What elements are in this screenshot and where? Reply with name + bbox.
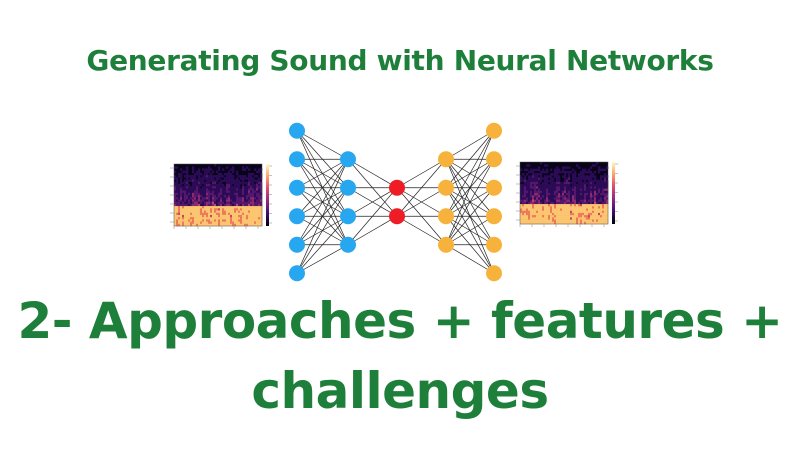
network-node-encoder-hidden [340, 208, 356, 225]
network-node-input [289, 151, 305, 168]
network-edge [445, 159, 495, 245]
network-node-input [289, 236, 305, 253]
network-edge [347, 215, 398, 246]
network-node-output [486, 208, 502, 225]
network-nodes [289, 122, 502, 282]
network-node-encoder-hidden [340, 236, 356, 253]
network-node-decoder-hidden [438, 236, 454, 253]
network-edge [445, 130, 495, 188]
network-node-output [486, 122, 502, 139]
spectrogram-colorbar [266, 164, 269, 226]
spectrogram-ticks [516, 163, 618, 227]
spectrogram-cells [174, 164, 263, 227]
spectrogram-input-icon [170, 163, 272, 229]
network-edge [445, 215, 495, 246]
network-node-bottleneck [389, 208, 405, 225]
network-edges [296, 130, 495, 274]
network-edge [347, 158, 398, 189]
network-node-decoder-hidden [438, 208, 454, 225]
network-edge [296, 244, 349, 274]
network-edge [396, 215, 447, 246]
network-edge [445, 187, 495, 245]
network-node-output [486, 179, 502, 196]
network-edge [296, 159, 349, 274]
network-edge [296, 159, 349, 217]
network-edge [296, 216, 349, 274]
network-edge [396, 158, 447, 189]
network-node-decoder-hidden [438, 151, 454, 168]
network-node-input [289, 122, 305, 139]
spectrogram-ticks [170, 165, 272, 229]
network-edge [445, 244, 495, 274]
network-edge [296, 159, 349, 245]
network-node-output [486, 265, 502, 282]
network-edge [445, 130, 495, 160]
network-edge [396, 187, 447, 217]
network-edge [396, 159, 447, 217]
network-edge [347, 187, 398, 245]
network-node-output [486, 151, 502, 168]
network-edge [296, 187, 349, 274]
network-node-input [289, 208, 305, 225]
subtitle-line-2: challenges [251, 362, 549, 420]
network-node-encoder-hidden [340, 179, 356, 196]
subtitle-line-1: 2- Approaches + features + [17, 292, 783, 350]
spectrogram-cells [520, 162, 609, 225]
network-node-output [486, 236, 502, 253]
autoencoder-network-diagram [289, 122, 502, 282]
spectrogram-output-icon [516, 161, 618, 227]
network-edge [445, 130, 495, 245]
network-edge [296, 130, 349, 160]
network-edge [445, 130, 495, 217]
slide-title: Generating Sound with Neural Networks [86, 44, 714, 77]
network-node-input [289, 265, 305, 282]
network-edge [347, 187, 398, 217]
network-node-bottleneck [389, 179, 405, 196]
network-node-decoder-hidden [438, 179, 454, 196]
network-node-encoder-hidden [340, 151, 356, 168]
network-node-input [289, 179, 305, 196]
spectrogram-colorbar [612, 162, 615, 224]
network-edge [296, 158, 349, 189]
